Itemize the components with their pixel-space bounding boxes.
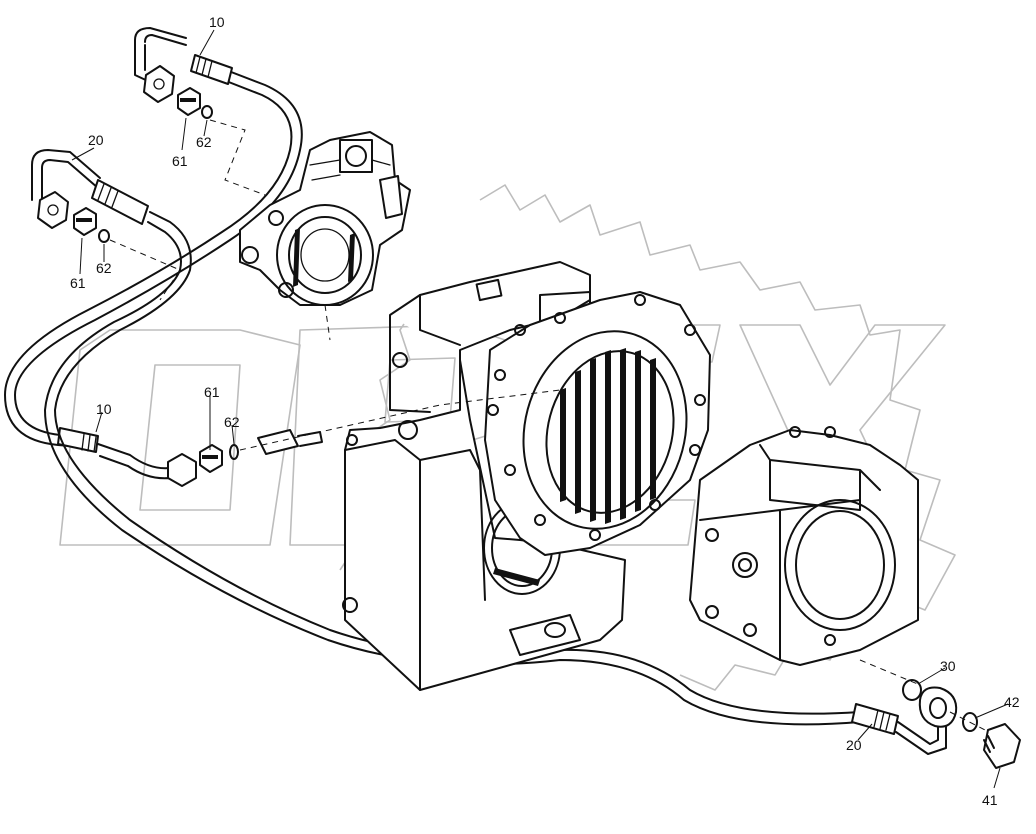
pipe-10-lower-ferrule — [57, 427, 99, 453]
callout-62-lower: 62 — [224, 414, 240, 430]
leader-lines — [71, 29, 1009, 789]
oring-62-lower — [229, 444, 239, 460]
ring-gear-flange — [484, 291, 711, 556]
callout-41: 41 — [982, 792, 998, 808]
pipe-20-upper-ferrule — [91, 179, 149, 225]
plug-41 — [983, 723, 1021, 769]
flange-bore-outer — [522, 330, 688, 530]
right-housing-body — [689, 429, 919, 666]
oring-62-middle — [98, 229, 110, 243]
callout-20-upper: 20 — [88, 132, 104, 148]
fittings-group-lower — [199, 429, 323, 473]
pipe-10-lower-nut — [167, 453, 197, 487]
watermark-letter-o — [59, 329, 301, 546]
pipe-10-upper-ferrule — [190, 54, 233, 85]
pipe-10-upper — [4, 27, 303, 487]
pump-assembly — [239, 131, 411, 306]
callout-42: 42 — [1004, 694, 1020, 710]
callout-62-upper: 62 — [196, 134, 212, 150]
banjo-fitting — [918, 686, 958, 728]
flange-bore-inner — [545, 350, 675, 514]
pipe-20-tube-b — [41, 159, 861, 726]
pipe-20-tube-a — [31, 149, 861, 715]
right-housing-bore — [784, 499, 896, 631]
callout-30: 30 — [940, 658, 956, 674]
callout-10-lower: 10 — [96, 401, 112, 417]
fittings-group-middle — [73, 207, 110, 243]
callout-20-lower: 20 — [846, 737, 862, 753]
ring-gear-teeth — [560, 348, 656, 524]
callout-61-lower: 61 — [204, 384, 220, 400]
fittings-group-right — [902, 679, 1021, 769]
flange-plate — [484, 291, 711, 556]
oring-62-upper — [201, 105, 213, 119]
callouts: 10 61 62 20 61 62 10 61 62 30 42 20 41 — [70, 14, 1020, 808]
pipe-10-upper-nut — [143, 65, 175, 103]
right-housing — [689, 426, 919, 666]
pipe-10-upper-tube-inner — [4, 34, 293, 449]
fittings-group-upper — [177, 87, 213, 119]
valve-fitting-housing — [257, 429, 299, 455]
oring-42 — [962, 712, 978, 732]
pipe-20-lower-ferrule — [851, 703, 899, 735]
pipe-20-upper-nut — [37, 191, 69, 229]
callout-10-upper: 10 — [209, 14, 225, 30]
oring-30 — [902, 679, 922, 701]
assembly-lines — [109, 119, 986, 731]
pipe-20-long — [31, 149, 953, 755]
callout-61-upper: 61 — [172, 153, 188, 169]
pump-body — [239, 131, 411, 306]
callout-61-middle: 61 — [70, 275, 86, 291]
callout-62-middle: 62 — [96, 260, 112, 276]
